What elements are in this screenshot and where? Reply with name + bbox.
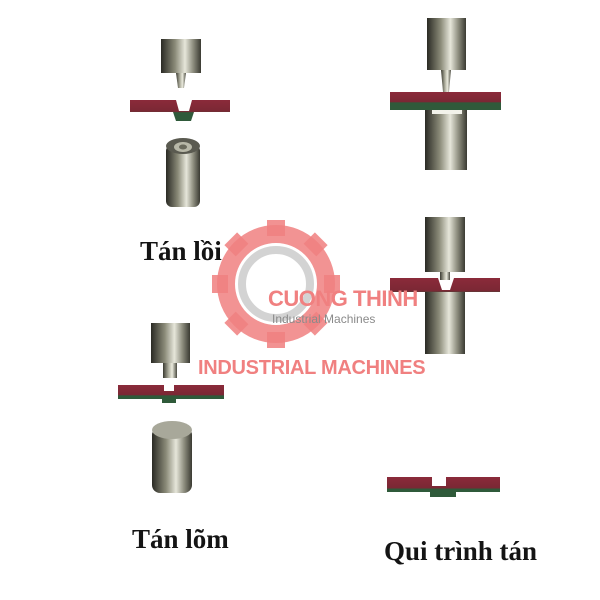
process-step-2-diagram [370,200,510,370]
gear-icon [212,220,340,348]
process-result-diagram [370,460,530,520]
watermark-logo [210,218,350,348]
convex-rivet-label: Tán lồi [140,236,222,266]
watermark-brand: CUONG THINH [268,286,418,311]
convex-rivet-diagram [100,20,240,220]
concave-rivet-diagram [100,310,240,510]
concave-rivet-label: Tán lõm [132,524,229,554]
watermark-tagline: Industrial Machines [272,312,376,326]
process-step-1-diagram [370,10,510,190]
process-label: Qui trình tán [384,536,538,566]
watermark-banner: INDUSTRIAL MACHINES [198,357,426,379]
